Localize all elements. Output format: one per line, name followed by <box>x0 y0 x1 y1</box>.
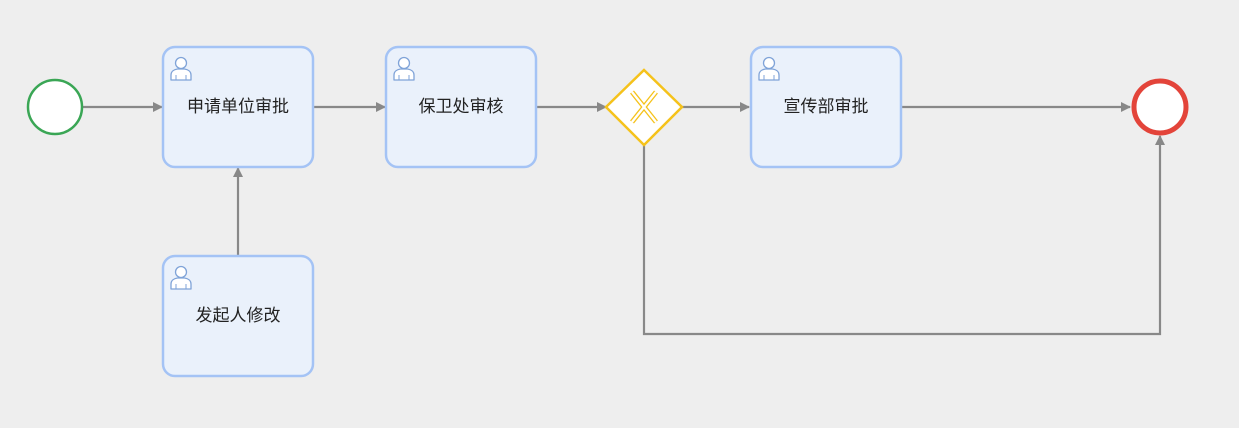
task-publicity-approval[interactable]: 宣传部审批 <box>749 45 903 169</box>
sequence-flows <box>83 102 1165 336</box>
start-event[interactable] <box>26 78 84 136</box>
task-apply-unit-approval[interactable]: 申请单位审批 <box>161 45 315 169</box>
gateway-x-icon <box>630 90 658 124</box>
task-label: 保卫处审核 <box>419 97 504 117</box>
task-label: 宣传部审批 <box>784 97 869 117</box>
exclusive-gateway[interactable] <box>604 68 684 147</box>
task-security-review[interactable]: 保卫处审核 <box>384 45 538 169</box>
task-label: 申请单位审批 <box>187 97 289 117</box>
end-event[interactable] <box>1131 78 1189 136</box>
flow-gateway-to-end[interactable] <box>642 135 1165 336</box>
task-label: 发起人修改 <box>196 306 281 326</box>
task-initiator-modify[interactable]: 发起人修改 <box>161 254 315 378</box>
